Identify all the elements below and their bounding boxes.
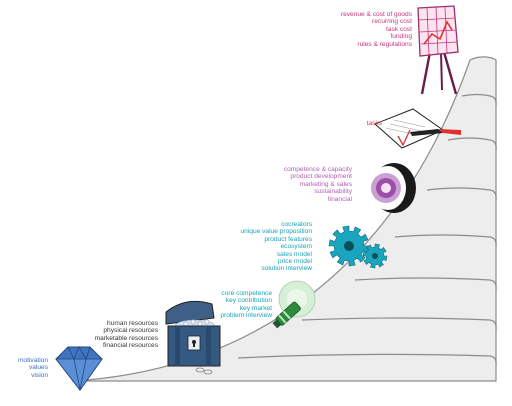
level-item: motivation — [17, 357, 48, 364]
gear-hole — [372, 253, 378, 259]
level-item: solution interview — [261, 265, 312, 273]
level-item: human resources — [107, 320, 158, 327]
level-item: key market — [239, 304, 272, 312]
level-item: product development — [290, 173, 352, 181]
level-finance-labels: revenue & cost of goods recurring cost t… — [341, 11, 412, 48]
level-item: price model — [277, 258, 312, 266]
level-model-labels: cocreators unique value proposition prod… — [241, 221, 313, 273]
level-capacity-labels: competence & capacity product developmen… — [284, 166, 352, 203]
level-item: core competence — [221, 290, 272, 297]
level-item: task cost — [385, 25, 412, 33]
level-item: sales model — [276, 250, 312, 258]
diamond-icon — [55, 346, 103, 391]
level-item: physical resources — [103, 327, 158, 335]
level-item: problem interview — [220, 312, 272, 320]
level-item: values — [28, 364, 48, 372]
level-item: rules & regulations — [357, 40, 412, 48]
telescope-icon — [272, 280, 316, 329]
gears-icon — [328, 225, 388, 269]
level-item: marketable resources — [94, 334, 158, 342]
level-item: product features — [264, 235, 312, 243]
level-item: recurring cost — [372, 18, 412, 26]
level-item: unique value proposition — [240, 228, 313, 236]
step-dividers — [237, 93, 497, 366]
level-item: marketing & sales — [299, 180, 352, 188]
chart-easel-icon — [417, 5, 459, 95]
level-market-labels: core competence key contribution key mar… — [220, 290, 272, 320]
level-item: financial resources — [103, 342, 158, 350]
level-item: competence & capacity — [283, 166, 352, 173]
target-icon — [370, 163, 416, 213]
level-purpose-labels: motivation values vision — [18, 357, 48, 379]
level-item: ecosystem — [280, 243, 312, 251]
level-item: tasks — [366, 120, 382, 127]
level-resources-labels: human resources physical resources marke… — [95, 320, 158, 350]
level-item: funding — [390, 33, 412, 41]
level-item: cocreators — [281, 221, 312, 228]
level-item: financial — [327, 195, 352, 203]
level-tasks-labels: tasks — [367, 120, 382, 127]
level-item: vision — [31, 371, 48, 379]
gear-hole — [344, 241, 354, 251]
level-item: sustainability — [314, 188, 352, 196]
treasure-chest-icon — [165, 300, 221, 375]
level-item: key contribution — [225, 297, 272, 305]
task-sheet-icon — [374, 108, 461, 149]
level-item: revenue & cost of goods — [340, 11, 412, 18]
